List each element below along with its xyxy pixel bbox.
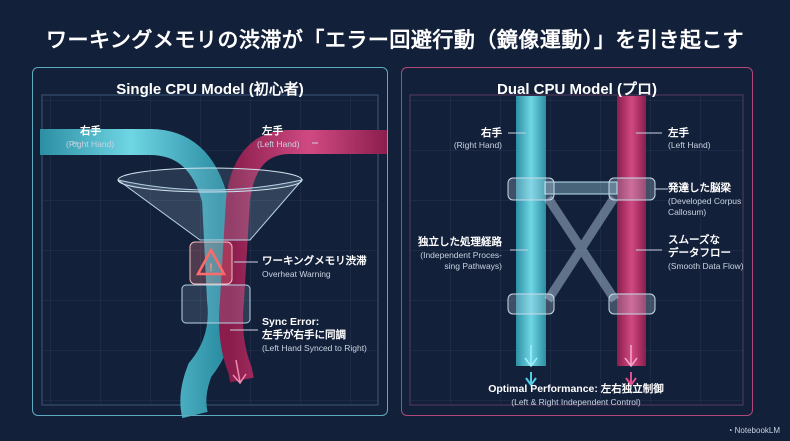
right-right-hand-label: 右手: [481, 127, 502, 139]
cross-braces: [544, 195, 619, 303]
single-cpu-title: Single CPU Model (初心者): [116, 81, 304, 98]
dual-cpu-panel: Dual CPU Model (プロ): [401, 67, 753, 416]
corpus-en-2: Callosum): [668, 207, 707, 217]
right-right-hand-en: (Right Hand): [453, 140, 502, 150]
left-left-hand-en: (Left Hand): [257, 139, 300, 149]
optimal-label: Optimal Performance: 左右独立制御: [488, 383, 664, 395]
corpus-label: 発達した脳梁: [668, 182, 731, 194]
corpus-callosum-bridge: [544, 181, 618, 195]
sync-error-label: 左手が右手に同調: [262, 329, 346, 341]
left-right-hand-en: (Right Hand): [66, 139, 115, 149]
main-title: ワーキングメモリの渋滞が「エラー回避行動（鏡像運動）」を引き起こす: [46, 29, 744, 52]
right-left-hand-en: (Left Hand): [668, 140, 711, 150]
optimal-en: (Left & Right Independent Control): [511, 397, 641, 407]
notebooklm-logo-icon: ◔: [727, 426, 735, 435]
independent-en-1: (Independent Proces-: [420, 250, 502, 260]
left-left-hand-label: 左手: [262, 125, 283, 137]
right-blue-tube: [516, 96, 546, 366]
independent-en-2: sing Pathways): [444, 261, 502, 271]
right-grid: [409, 94, 744, 406]
smooth-label-2: データフロー: [668, 247, 731, 259]
dual-cpu-title: Dual CPU Model (プロ): [497, 81, 657, 98]
notebooklm-brand: ◔ NotebookLM: [727, 426, 780, 435]
left-pink-tube: [219, 130, 388, 383]
warning-label: ワーキングメモリ渋滞: [262, 255, 367, 267]
warning-en: Overheat Warning: [262, 269, 331, 279]
corpus-en-1: (Developed Corpus: [668, 196, 742, 206]
smooth-en: (Smooth Data Flow): [668, 261, 744, 271]
cylinder: [181, 284, 251, 324]
sync-error-en: (Left Hand Synced to Right): [262, 343, 367, 353]
single-cpu-panel: Single CPU Model (初心者): [32, 67, 388, 416]
left-right-hand-label: 右手: [80, 125, 101, 137]
left-arrow: [232, 359, 247, 385]
smooth-label-1: スムーズな: [668, 234, 720, 246]
warning-icon: [195, 247, 227, 276]
svg-text:!: !: [209, 262, 213, 274]
right-pink-tube: [617, 96, 646, 366]
independent-label: 独立した処理経路: [418, 236, 502, 248]
right-left-hand-label: 左手: [668, 127, 689, 139]
sync-error-head: Sync Error:: [262, 316, 320, 328]
